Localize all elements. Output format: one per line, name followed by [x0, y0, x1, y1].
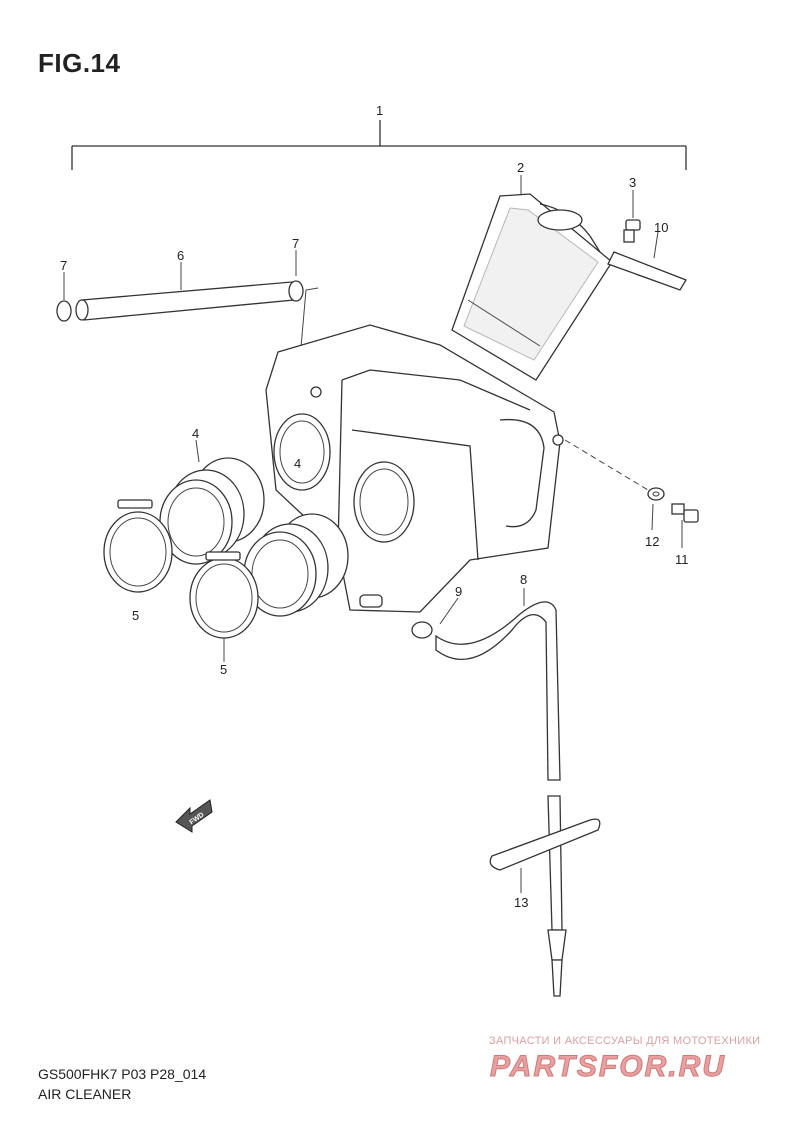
callout-7b: 7 — [292, 236, 300, 251]
callout-6: 6 — [177, 248, 185, 263]
hose-clamp-part-5-right — [189, 551, 259, 639]
intake-pipe-part-4-right — [243, 513, 349, 617]
callout-13: 13 — [514, 895, 529, 910]
callout-9: 9 — [455, 584, 463, 599]
watermark-tagline: ЗАПЧАСТИ И АКСЕССУАРЫ ДЛЯ МОТОТЕХНИКИ — [489, 1035, 761, 1047]
hose-clamp-part-5-left — [103, 499, 173, 593]
figure-title: FIG.14 — [38, 48, 121, 78]
breather-tube-part-6 — [56, 280, 304, 322]
forward-arrow-icon: FWD — [175, 799, 213, 833]
hose-bracket-part-13 — [489, 818, 601, 871]
clip-part-9 — [411, 621, 433, 639]
callout-5a: 5 — [132, 608, 140, 623]
section-name: AIR CLEANER — [38, 1086, 132, 1102]
callout-11: 11 — [675, 552, 689, 567]
callout-4a: 4 — [192, 426, 200, 441]
callout-1: 1 — [376, 103, 384, 118]
callout-12: 12 — [645, 534, 660, 549]
screw-part-3 — [623, 219, 641, 243]
bolt-part-11 — [671, 503, 699, 523]
callout-7a: 7 — [60, 258, 68, 273]
intake-pipe-part-4-left — [159, 457, 265, 565]
callout-10: 10 — [654, 220, 669, 235]
washer-part-12 — [647, 487, 665, 501]
callout-3: 3 — [629, 175, 637, 190]
model-code: GS500FHK7 P03 P28_014 — [38, 1066, 207, 1082]
callout-5b: 5 — [220, 662, 228, 677]
leader-lines — [63, 175, 683, 893]
callout-8: 8 — [520, 572, 528, 587]
filter-element-part-2 — [451, 193, 613, 381]
watermark-brand: PARTSFOR.RU — [490, 1050, 726, 1083]
drain-hose-part-8 — [435, 601, 567, 997]
clamp-plate-part-10 — [607, 251, 687, 291]
assembly-bracket — [71, 120, 687, 170]
callout-4b: 4 — [294, 456, 302, 471]
callout-2: 2 — [517, 160, 525, 175]
